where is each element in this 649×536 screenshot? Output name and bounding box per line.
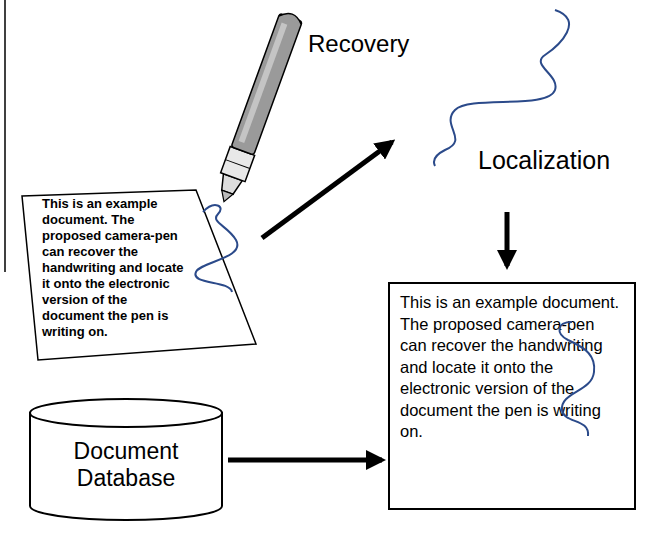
handwriting-on-document [559, 322, 594, 436]
handwriting-on-paper [195, 205, 237, 292]
node-text: This is an example document. The propose… [42, 196, 192, 340]
document-database: Document Database [28, 398, 224, 522]
crop-line [4, 0, 6, 272]
cylinder-top [30, 399, 222, 427]
step-label: Localization [478, 146, 610, 175]
flow-arrow [228, 458, 382, 463]
node-text: This is an example document. The propose… [400, 292, 622, 443]
electronic-document: This is an example document. The propose… [388, 282, 636, 510]
paper-sheet [22, 190, 256, 360]
document-frame [389, 283, 635, 509]
recovered-handwriting [434, 10, 569, 166]
recovery-arrow [262, 142, 392, 238]
step-label: Recovery [308, 30, 409, 58]
paper-document: This is an example document. The propose… [20, 186, 260, 362]
localization-arrow [505, 212, 510, 266]
node-text: Document Database [28, 438, 224, 492]
